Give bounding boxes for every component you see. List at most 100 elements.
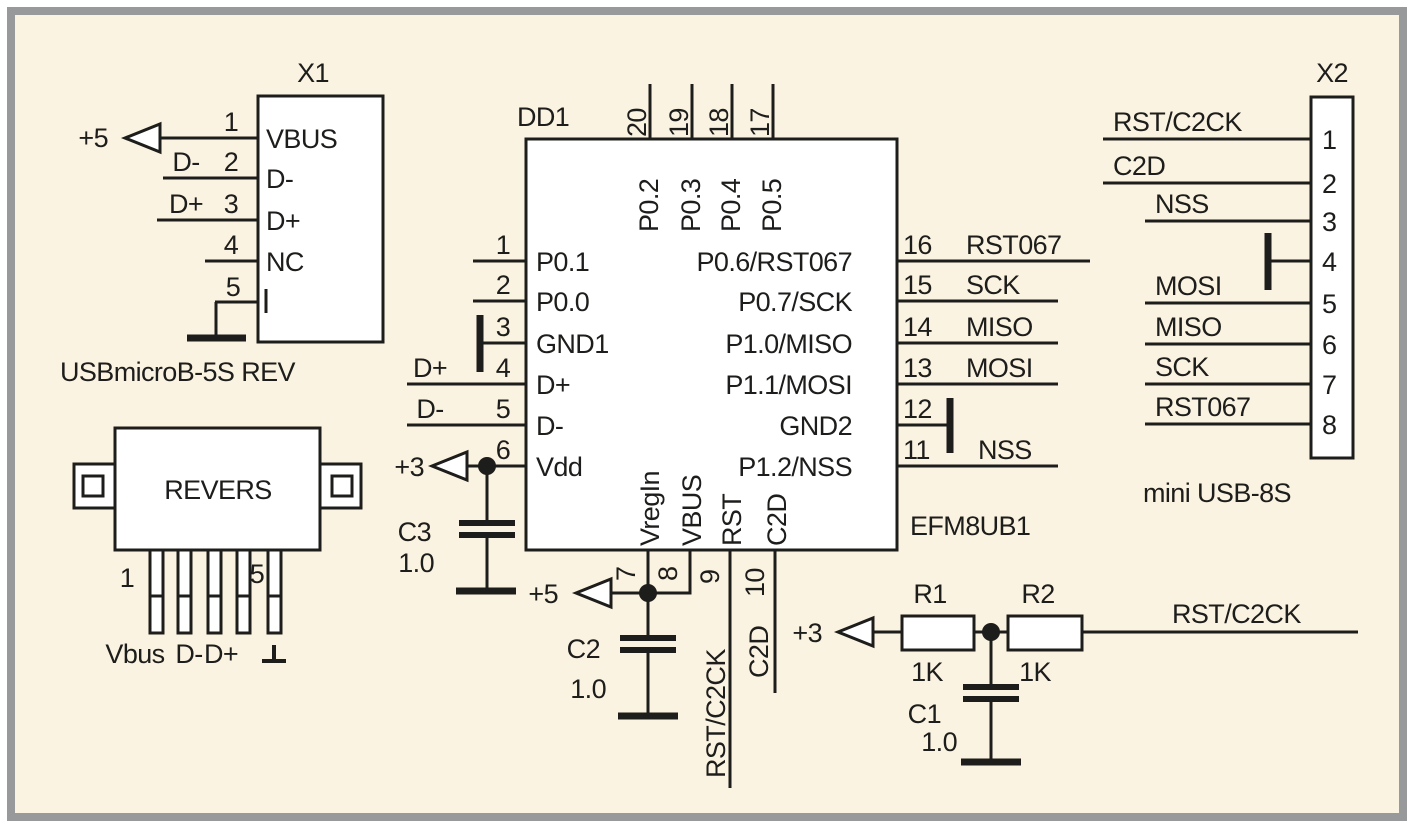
revers-pin1-number: 1 bbox=[120, 563, 134, 593]
vregin-plus5-power-arrow-icon bbox=[571, 576, 613, 610]
dd1-left-pin-wires bbox=[407, 259, 526, 468]
x2-net-rst-c2ck: RST/C2CK bbox=[1113, 107, 1242, 137]
dd1-net-nss: NSS bbox=[978, 435, 1032, 465]
revers-label-vbus: Vbus bbox=[105, 639, 164, 669]
vregin-junction-dot bbox=[639, 584, 657, 602]
dd1-pin16-number: 16 bbox=[903, 230, 932, 260]
x2-net-mosi: MOSI bbox=[1155, 271, 1222, 301]
c3-plates bbox=[459, 520, 515, 538]
dd1-pin4-name: D+ bbox=[536, 370, 570, 400]
x1-pin3-name: D+ bbox=[266, 206, 300, 236]
c1-value: 1.0 bbox=[921, 727, 957, 757]
c2-plates bbox=[620, 635, 676, 653]
dd1-pin11-name: P1.2/NSS bbox=[738, 452, 852, 482]
x1-connector: X1 +5 1 2 3 4 5 D- D+ VBUS D- D+ NC USBm… bbox=[60, 58, 385, 387]
dd1-mcu: DD1 EFM8UB1 +3 1 2 3 4 5 6 D+ D- P0.1 P0… bbox=[394, 84, 1090, 788]
dd1-pin17-number: 17 bbox=[745, 108, 775, 137]
dd1-pin19-number: 19 bbox=[664, 108, 694, 137]
revers-body bbox=[113, 426, 322, 552]
dd1-pin5-number: 5 bbox=[496, 394, 510, 424]
rst-c2ck-wire-label: RST/C2CK bbox=[701, 649, 731, 778]
dd1-pin10-name: C2D bbox=[762, 494, 792, 546]
c2-capacitor: C2 1.0 bbox=[567, 634, 678, 720]
dd1-pin1-name: P0.1 bbox=[536, 247, 589, 277]
dd1-pin14-number: 14 bbox=[903, 312, 932, 342]
x1-net-dplus: D+ bbox=[169, 189, 203, 219]
vdd-plus3-net-label: +3 bbox=[394, 452, 424, 482]
dd1-pin2-number: 2 bbox=[496, 270, 510, 300]
revers-pin1 bbox=[148, 548, 165, 635]
x1-pin1-name: VBUS bbox=[266, 124, 337, 154]
dd1-pin20-name: P0.2 bbox=[634, 179, 664, 232]
dd1-net-mosi: MOSI bbox=[966, 353, 1033, 383]
x1-pin2-name: D- bbox=[266, 164, 293, 194]
revers-left-tab-hole bbox=[81, 474, 105, 498]
c3-ref-designator: C3 bbox=[398, 517, 431, 547]
r1-value: 1K bbox=[911, 657, 943, 687]
c3-value: 1.0 bbox=[398, 548, 434, 578]
dd1-pin9-name: RST bbox=[717, 494, 747, 546]
dd1-pin17-name: P0.5 bbox=[757, 179, 787, 232]
x1-pin4-name: NC bbox=[266, 247, 304, 277]
c2-value: 1.0 bbox=[570, 674, 606, 704]
x2-pin8-number: 8 bbox=[1322, 410, 1336, 440]
dd1-pin19-name: P0.3 bbox=[676, 179, 706, 232]
vdd-plus3-power-arrow-icon bbox=[427, 449, 469, 483]
dd1-net-rst067: RST067 bbox=[966, 230, 1061, 260]
dd1-pin8-name: VBUS bbox=[677, 475, 707, 546]
dd1-pin10-number: 10 bbox=[740, 568, 770, 597]
dd1-pin7-name: VregIn bbox=[635, 471, 665, 546]
dd1-net-dplus: D+ bbox=[413, 353, 447, 383]
revers-left-tab bbox=[72, 462, 117, 510]
x2-pin1-number: 1 bbox=[1322, 125, 1336, 155]
r2-ref-designator: R2 bbox=[1021, 579, 1054, 609]
dd1-pin6-number: 6 bbox=[496, 435, 510, 465]
x1-ref-designator: X1 bbox=[297, 58, 329, 88]
dd1-pin11-number: 11 bbox=[903, 435, 930, 465]
x2-net-c2d: C2D bbox=[1113, 151, 1165, 181]
dd1-pin2-name: P0.0 bbox=[536, 287, 589, 317]
rc-junction-dot bbox=[982, 623, 1000, 641]
x2-net-rst067: RST067 bbox=[1155, 392, 1250, 422]
x2-pin7-number: 7 bbox=[1322, 370, 1336, 400]
revers-label-dplus: D+ bbox=[204, 639, 238, 669]
dd1-ref-designator: DD1 bbox=[517, 102, 569, 132]
x2-net-sck: SCK bbox=[1155, 352, 1209, 382]
dd1-pin7-number: 7 bbox=[611, 567, 641, 581]
c1-plates bbox=[963, 684, 1019, 702]
reset-filter-network: +3 R1 1K R2 1K RST/C2CK C1 1.0 bbox=[792, 579, 1358, 766]
x2-pin5-number: 5 bbox=[1322, 289, 1336, 319]
x1-pin-wires bbox=[157, 136, 258, 337]
revers-pin4 bbox=[235, 548, 252, 635]
x1-part-caption: USBmicroB-5S REV bbox=[60, 357, 296, 387]
r1-ref-designator: R1 bbox=[913, 579, 946, 609]
c2-ref-designator: C2 bbox=[567, 634, 600, 664]
dd1-pin9-number: 9 bbox=[695, 570, 725, 584]
dd1-pin16-name: P0.6/RST067 bbox=[697, 247, 853, 277]
x1-pin5-number: 5 bbox=[226, 272, 240, 302]
dd1-pin8-number: 8 bbox=[653, 567, 683, 581]
x1-plus5-net-label: +5 bbox=[78, 123, 108, 153]
dd1-pin20-number: 20 bbox=[622, 108, 652, 137]
x1-body bbox=[256, 94, 385, 344]
x2-net-miso: MISO bbox=[1155, 312, 1222, 342]
r1-resistor-body bbox=[900, 614, 976, 652]
dd1-pin13-name: P1.1/MOSI bbox=[725, 370, 852, 400]
x2-body bbox=[1309, 95, 1355, 460]
dd1-pin18-name: P0.4 bbox=[716, 178, 746, 232]
dd1-pin12-name: GND2 bbox=[779, 411, 852, 441]
dd1-net-miso: MISO bbox=[966, 312, 1033, 342]
dd1-pin4-number: 4 bbox=[496, 353, 511, 383]
dd1-part-number: EFM8UB1 bbox=[910, 511, 1030, 541]
vregin-plus5-net-label: +5 bbox=[528, 579, 558, 609]
x1-pin4-number: 4 bbox=[224, 230, 239, 260]
x2-connector: X2 1 2 3 4 5 6 7 8 RST/C2CK C2D NSS MOSI… bbox=[1103, 58, 1355, 508]
revers-pin5 bbox=[266, 548, 283, 635]
dd1-pin15-name: P0.7/SCK bbox=[738, 287, 852, 317]
r2-resistor-body bbox=[1006, 614, 1084, 652]
revers-pin5-number: 5 bbox=[250, 559, 264, 589]
c1-ref-designator: C1 bbox=[908, 699, 941, 729]
dd1-net-sck: SCK bbox=[966, 270, 1020, 300]
c3-capacitor: C3 1.0 bbox=[398, 466, 516, 595]
x1-pin1-number: 1 bbox=[224, 107, 238, 137]
